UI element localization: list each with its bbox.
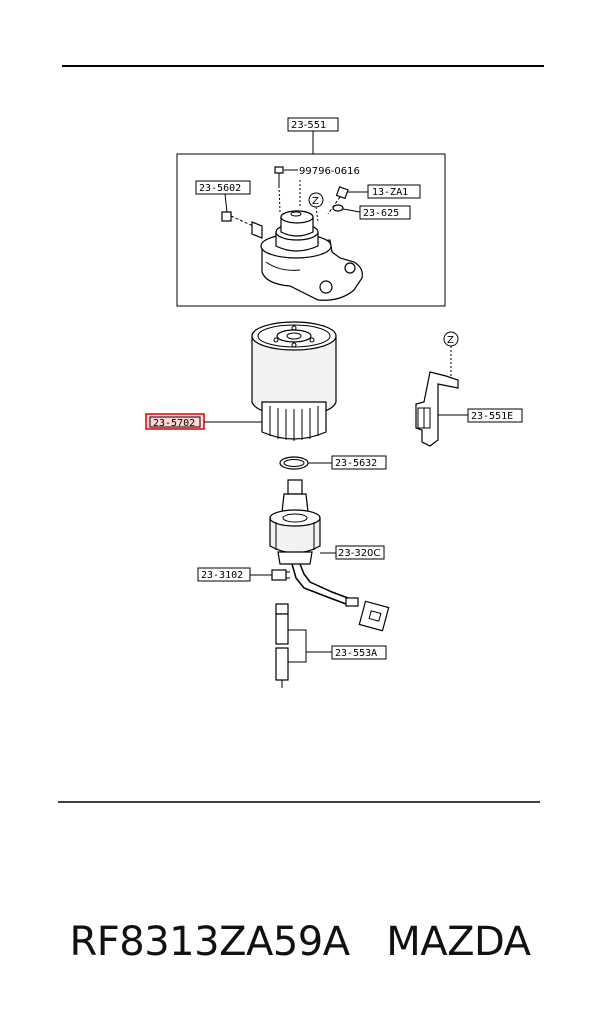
leader-washer-right xyxy=(342,208,361,213)
dashed-screw-guide-1 xyxy=(278,185,281,213)
callout-sensor-label: 23-320C xyxy=(338,548,380,559)
dashed-z-top xyxy=(315,206,319,223)
sensor-part xyxy=(269,479,390,632)
callout-hose[interactable]: 23-553A xyxy=(331,645,387,660)
filter-head-housing xyxy=(251,210,363,301)
callout-oring-label: 23-5632 xyxy=(335,458,377,469)
callout-fitting-left-label: 23-5602 xyxy=(199,183,241,194)
assembly-frame xyxy=(176,153,446,307)
callout-hose-label: 23-553A xyxy=(335,648,377,659)
z-marker-bracket-label: Z xyxy=(447,335,454,346)
z-marker-top: Z xyxy=(308,192,324,208)
callout-screw-label[interactable]: 99796-0616 xyxy=(299,166,360,177)
fitting-left-part xyxy=(221,211,263,231)
part-number-caption: RF8313ZA59A MAZDA xyxy=(69,919,531,965)
bracket-part xyxy=(415,371,459,447)
callout-bolt-right[interactable]: 13-ZA1 xyxy=(367,184,421,199)
z-marker-bracket: Z xyxy=(443,331,459,347)
callout-bracket[interactable]: 23-551E xyxy=(467,408,523,423)
oring-part xyxy=(279,456,309,470)
callout-washer-right[interactable]: 23-625 xyxy=(359,205,411,220)
callout-fitting-left[interactable]: 23-5602 xyxy=(195,180,251,195)
callout-filter-label: 23-5702 xyxy=(153,418,195,429)
callout-assembly[interactable]: 23-551 xyxy=(287,117,339,132)
z-marker-top-label: Z xyxy=(312,196,319,207)
callout-bolt-right-label: 13-ZA1 xyxy=(372,187,408,198)
filter-cartridge xyxy=(251,321,337,441)
hose-part xyxy=(275,603,289,688)
callout-plug-label: 23-3102 xyxy=(201,570,243,581)
plug-part xyxy=(271,569,290,581)
callout-oring[interactable]: 23-5632 xyxy=(331,455,387,470)
callout-bracket-label: 23-551E xyxy=(471,411,513,422)
washer-right-part xyxy=(332,204,344,212)
leader-hose xyxy=(288,629,332,663)
leader-fitting-left xyxy=(224,193,228,213)
callout-filter[interactable]: 23-5702 xyxy=(145,413,205,430)
callout-sensor[interactable]: 23-320C xyxy=(335,545,385,560)
callout-washer-right-label: 23-625 xyxy=(363,208,399,219)
screw-part xyxy=(274,166,284,186)
callout-assembly-label: 23-551 xyxy=(291,120,326,131)
callout-plug[interactable]: 23-3102 xyxy=(197,567,251,582)
